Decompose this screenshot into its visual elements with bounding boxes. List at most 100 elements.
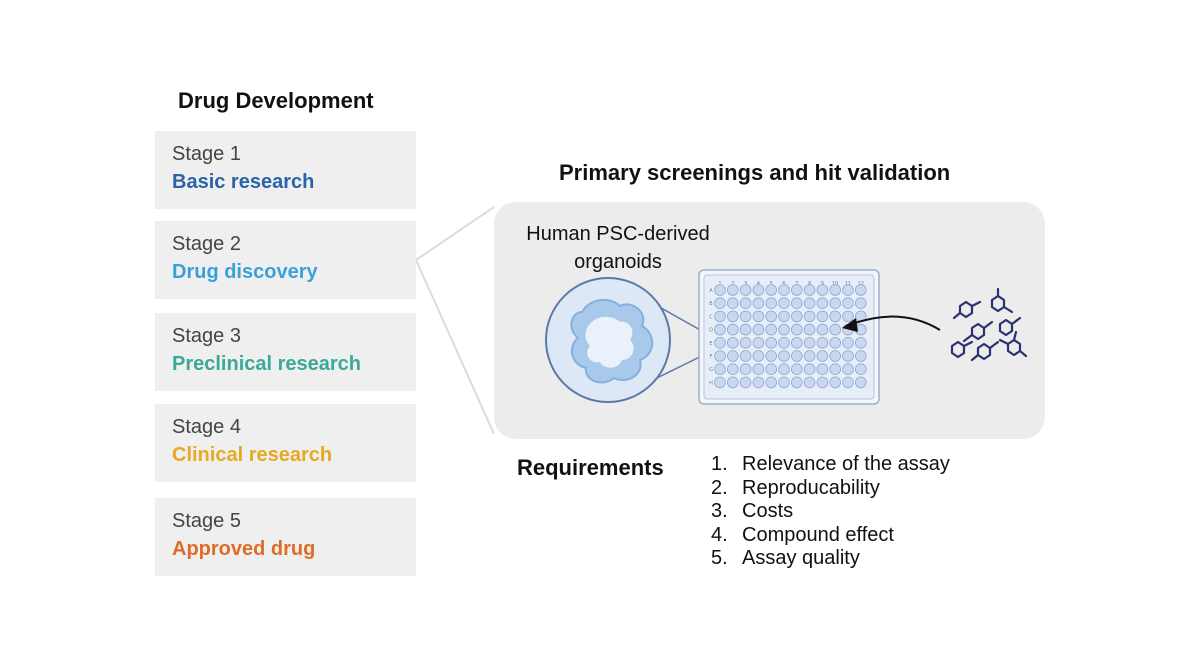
stage-number: Stage 4 bbox=[172, 416, 241, 438]
plate-well bbox=[739, 284, 752, 296]
plate-well bbox=[829, 376, 841, 389]
plate-well bbox=[739, 297, 752, 310]
stage-name: Approved drug bbox=[172, 538, 316, 560]
plate-well bbox=[714, 350, 726, 362]
plate-well bbox=[714, 363, 726, 376]
stage-box-3: Stage 3 Preclinical research bbox=[155, 313, 416, 391]
plate-well bbox=[726, 284, 739, 296]
plate-column-label: 2 bbox=[731, 281, 734, 287]
stage-number: Stage 1 bbox=[172, 143, 241, 165]
plate-well bbox=[765, 376, 777, 389]
plate-well bbox=[714, 336, 726, 349]
plate-well bbox=[765, 350, 777, 362]
plate-column-label: 6 bbox=[782, 281, 785, 287]
requirement-item: 4.Compound effect bbox=[711, 523, 894, 546]
stage-name: Basic research bbox=[172, 171, 315, 193]
plate-row-label: A bbox=[709, 288, 713, 294]
plate-well bbox=[752, 310, 765, 323]
plate-well bbox=[726, 297, 739, 310]
plate-well bbox=[816, 310, 829, 323]
plate-well bbox=[790, 363, 803, 376]
requirements-label: Requirements bbox=[517, 455, 664, 480]
plate-column-label: 10 bbox=[832, 281, 838, 287]
plate-well bbox=[842, 310, 854, 323]
plate-well bbox=[842, 376, 854, 389]
plate-well bbox=[842, 297, 854, 310]
plate-well bbox=[752, 363, 765, 376]
plate-well bbox=[726, 376, 739, 389]
plate-well bbox=[739, 323, 752, 336]
plate-well bbox=[739, 310, 752, 323]
plate-well bbox=[842, 284, 854, 296]
plate-well bbox=[829, 323, 841, 336]
plate-well bbox=[803, 363, 816, 376]
drug-development-title: Drug Development bbox=[178, 88, 374, 113]
plate-well bbox=[829, 310, 841, 323]
stage-box-1: Stage 1 Basic research bbox=[155, 131, 416, 209]
plate-well bbox=[778, 350, 790, 362]
plate-well bbox=[842, 350, 854, 362]
plate-well bbox=[816, 350, 829, 362]
plate-well bbox=[854, 336, 867, 349]
plate-well bbox=[803, 323, 816, 336]
stage-number: Stage 3 bbox=[172, 325, 241, 347]
stage-name: Preclinical research bbox=[172, 353, 362, 375]
plate-well bbox=[765, 310, 777, 323]
plate-well bbox=[829, 336, 841, 349]
plate-well bbox=[739, 350, 752, 362]
plate-well bbox=[790, 284, 803, 296]
plate-well bbox=[778, 297, 790, 310]
plate-well bbox=[726, 310, 739, 323]
plate-well bbox=[842, 336, 854, 349]
plate-well bbox=[829, 350, 841, 362]
plate-well bbox=[714, 323, 726, 336]
plate-well bbox=[842, 363, 854, 376]
plate-well bbox=[739, 376, 752, 389]
stage-box-5: Stage 5 Approved drug bbox=[155, 498, 416, 576]
plate-well bbox=[790, 323, 803, 336]
requirement-item: 1.Relevance of the assay bbox=[711, 453, 950, 475]
requirement-item: 5.Assay quality bbox=[711, 547, 860, 569]
plate-row-label: G bbox=[709, 367, 713, 373]
requirement-item: 3.Costs bbox=[711, 500, 794, 522]
plate-well bbox=[790, 297, 803, 310]
plate-well bbox=[854, 350, 867, 362]
plate-column-label: 11 bbox=[845, 281, 851, 287]
plate-well bbox=[790, 350, 803, 362]
plate-well bbox=[765, 297, 777, 310]
plate-well bbox=[714, 310, 726, 323]
plate-well bbox=[778, 336, 790, 349]
plate-well bbox=[854, 297, 867, 310]
plate-column-label: 7 bbox=[795, 281, 798, 287]
plate-column-label: 3 bbox=[744, 281, 747, 287]
plate-well bbox=[778, 376, 790, 389]
callout-line-bottom bbox=[415, 259, 495, 435]
stage-name: Clinical research bbox=[172, 444, 333, 466]
plate-well bbox=[752, 323, 765, 336]
plate-well bbox=[816, 297, 829, 310]
plate-well bbox=[816, 336, 829, 349]
plate-well bbox=[816, 363, 829, 376]
plate-well bbox=[739, 363, 752, 376]
callout-line-top bbox=[415, 206, 495, 261]
plate-column-label: 8 bbox=[808, 281, 811, 287]
plate-well bbox=[816, 323, 829, 336]
plate-column-label: 1 bbox=[718, 281, 721, 287]
stage-number: Stage 2 bbox=[172, 233, 241, 255]
plate-column-label: 4 bbox=[757, 281, 760, 287]
plate-wells bbox=[714, 284, 867, 389]
plate-well bbox=[752, 376, 765, 389]
plate-well bbox=[829, 363, 841, 376]
organoid-label-line1: Human PSC-derived bbox=[526, 223, 710, 245]
plate-well bbox=[854, 284, 867, 296]
plate-well bbox=[816, 376, 829, 389]
plate-well bbox=[790, 376, 803, 389]
plate-column-label: 5 bbox=[770, 281, 773, 287]
plate-well bbox=[765, 363, 777, 376]
organoid-magnifier-icon bbox=[545, 277, 719, 403]
plate-well bbox=[739, 336, 752, 349]
plate-well bbox=[778, 310, 790, 323]
plate-well bbox=[765, 323, 777, 336]
